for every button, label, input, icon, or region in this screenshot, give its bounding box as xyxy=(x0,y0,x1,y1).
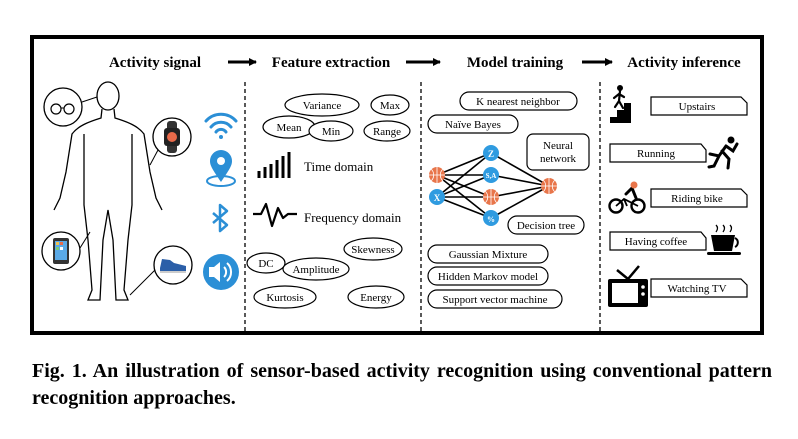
model-boxes xyxy=(427,91,590,309)
feature-max: Max xyxy=(380,100,401,112)
feature-skewness: Skewness xyxy=(351,244,394,256)
feature-variance: Variance xyxy=(303,100,342,112)
node-z-label: Z xyxy=(488,149,494,159)
waveform-icon xyxy=(253,202,297,228)
tv-icon xyxy=(608,265,648,307)
feature-amplitude: Amplitude xyxy=(292,264,339,276)
activity-boxes xyxy=(609,96,748,298)
time-domain-label: Time domain xyxy=(304,159,374,174)
node-s-label: S,A xyxy=(486,172,497,180)
network-edges xyxy=(436,152,550,219)
feature-ellipses xyxy=(246,93,411,309)
feature-min: Min xyxy=(322,126,341,138)
activity-upstairs: Upstairs xyxy=(679,101,716,113)
activity-watching-tv: Watching TV xyxy=(667,283,726,295)
human-body-icon xyxy=(53,81,163,301)
network-output-node xyxy=(541,178,557,194)
model-hmm: Hidden Markov model xyxy=(438,271,538,283)
activity-running: Running xyxy=(637,148,675,160)
location-pin-icon xyxy=(206,150,236,187)
model-gaussian-mixture: Gaussian Mixture xyxy=(449,249,528,261)
shoe-icon xyxy=(153,245,193,285)
cyclist-icon xyxy=(608,181,646,214)
feature-kurtosis: Kurtosis xyxy=(266,292,303,304)
header-model-training: Model training xyxy=(467,55,564,71)
feature-mean: Mean xyxy=(276,122,302,134)
coffee-cup-icon xyxy=(707,224,741,255)
bar-signal-icon xyxy=(257,152,291,178)
activity-having-coffee: Having coffee xyxy=(625,236,688,248)
bluetooth-icon xyxy=(212,203,229,233)
network-input-nodes xyxy=(429,167,445,205)
model-knn: K nearest neighbor xyxy=(476,96,560,108)
node-x1-label: X xyxy=(434,193,441,203)
frequency-domain-label: Frequency domain xyxy=(304,210,402,225)
model-svm: Support vector machine xyxy=(442,294,547,306)
glasses-icon xyxy=(43,87,83,127)
feature-range: Range xyxy=(373,126,401,138)
feature-energy: Energy xyxy=(360,292,392,304)
wifi-icon xyxy=(204,112,238,139)
smartphone-icon xyxy=(41,231,81,271)
model-neural-network-line1: Neural xyxy=(543,140,573,152)
header-feature-extraction: Feature extraction xyxy=(272,55,391,71)
figure-frame xyxy=(30,35,764,335)
figure-caption: Fig. 1. An illustration of sensor-based … xyxy=(32,360,772,409)
smartwatch-icon xyxy=(152,117,192,157)
node-pct-label: % xyxy=(487,215,495,224)
stairs-icon xyxy=(610,85,631,123)
model-neural-network-line2: network xyxy=(540,153,577,165)
network-hidden-nodes xyxy=(483,145,499,226)
header-activity-signal: Activity signal xyxy=(109,55,201,71)
activity-riding-bike: Riding bike xyxy=(671,193,723,205)
model-naive-bayes: Naïve Bayes xyxy=(445,119,501,131)
header-activity-inference: Activity inference xyxy=(627,55,741,71)
runner-icon xyxy=(707,136,739,170)
model-decision-tree: Decision tree xyxy=(517,220,575,232)
feature-dc: DC xyxy=(258,258,273,270)
sound-icon xyxy=(203,254,239,290)
